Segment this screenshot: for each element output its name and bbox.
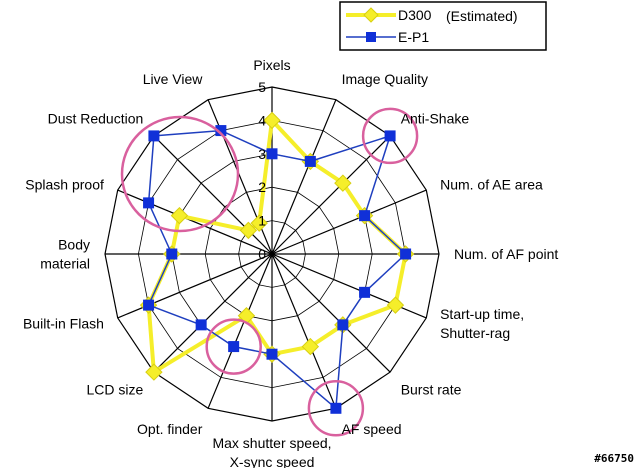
data-point-ep1 (148, 130, 160, 142)
axis-label: Built-in Flash (23, 316, 104, 332)
grid-spoke (271, 99, 337, 255)
data-point-ep1 (266, 148, 278, 160)
data-point-ep1 (359, 286, 371, 298)
grid-spoke (153, 253, 273, 373)
tick-label: 0 (258, 246, 266, 262)
axis-label: LCD size (87, 382, 144, 398)
data-point-d300 (263, 111, 281, 130)
grid-spoke (271, 253, 391, 373)
series-layer (139, 111, 415, 414)
axis-label: Dust Reduction (48, 110, 144, 126)
data-point-ep1 (215, 125, 227, 137)
tick-label: 5 (258, 79, 266, 95)
axis-label: Pixels (253, 57, 290, 73)
grid-spoke (271, 135, 391, 255)
grid-spoke (153, 135, 273, 255)
axis-label: Burst rate (401, 382, 462, 398)
data-point-ep1 (330, 402, 342, 414)
data-point-ep1 (304, 155, 316, 167)
legend-marker-ep1 (366, 32, 376, 42)
highlight-circles (120, 107, 419, 437)
data-point-ep1 (359, 210, 371, 222)
data-point-d300 (239, 221, 258, 240)
data-point-d300 (386, 296, 405, 314)
tick-label: 2 (258, 179, 266, 195)
data-point-ep1 (195, 319, 207, 331)
axis-label: Anti-Shake (401, 110, 470, 126)
data-point-ep1 (143, 299, 155, 311)
watermark-text: #66750 (594, 452, 634, 465)
data-point-ep1 (400, 248, 412, 260)
axis-label: Opt. finder (137, 421, 203, 437)
legend: D300 (Estimated) E-P1 (339, 1, 547, 51)
data-point-d300 (334, 174, 352, 192)
legend-note-d300: (Estimated) (446, 8, 518, 24)
tick-label: 4 (258, 112, 266, 128)
data-point-d300 (170, 206, 189, 225)
axis-label: Splash proof (25, 176, 104, 192)
tick-label: 1 (258, 213, 266, 229)
tick-label: 3 (258, 146, 266, 162)
grid-spoke (117, 253, 273, 319)
axis-label: Max shutter speed,X-sync speed (212, 435, 331, 468)
highlight-circle (361, 107, 419, 165)
legend-label-ep1: E-P1 (398, 29, 429, 45)
highlight-circle (307, 380, 365, 437)
data-point-ep1 (166, 248, 178, 260)
data-point-d300 (145, 363, 163, 381)
grid-spoke (271, 253, 337, 409)
data-point-ep1 (384, 130, 396, 142)
axis-label: Start-up time,Shutter-rag (440, 306, 524, 341)
data-point-ep1 (143, 197, 155, 209)
highlight-circle (120, 115, 240, 233)
data-point-ep1 (266, 348, 278, 360)
grid-spoke (207, 253, 273, 409)
highlight-circle (205, 318, 262, 375)
legend-marker-d300 (363, 7, 379, 23)
axis-label: Image Quality (342, 71, 428, 87)
data-point-d300 (301, 337, 320, 356)
legend-label-d300: D300 (398, 7, 432, 23)
axis-label: Num. of AF point (454, 246, 558, 262)
data-point-ep1 (337, 319, 349, 331)
grid-spoke (271, 189, 427, 255)
data-point-d300 (250, 214, 268, 232)
axis-label: Num. of AE area (440, 176, 543, 192)
series-line-1 (147, 129, 407, 410)
axis-label: AF speed (342, 421, 402, 437)
grid-spoke (117, 189, 273, 255)
axis-label: Live View (143, 71, 204, 87)
data-point-ep1 (228, 341, 240, 353)
radial-tick-labels: 0 1 2 3 4 5 (258, 79, 266, 262)
